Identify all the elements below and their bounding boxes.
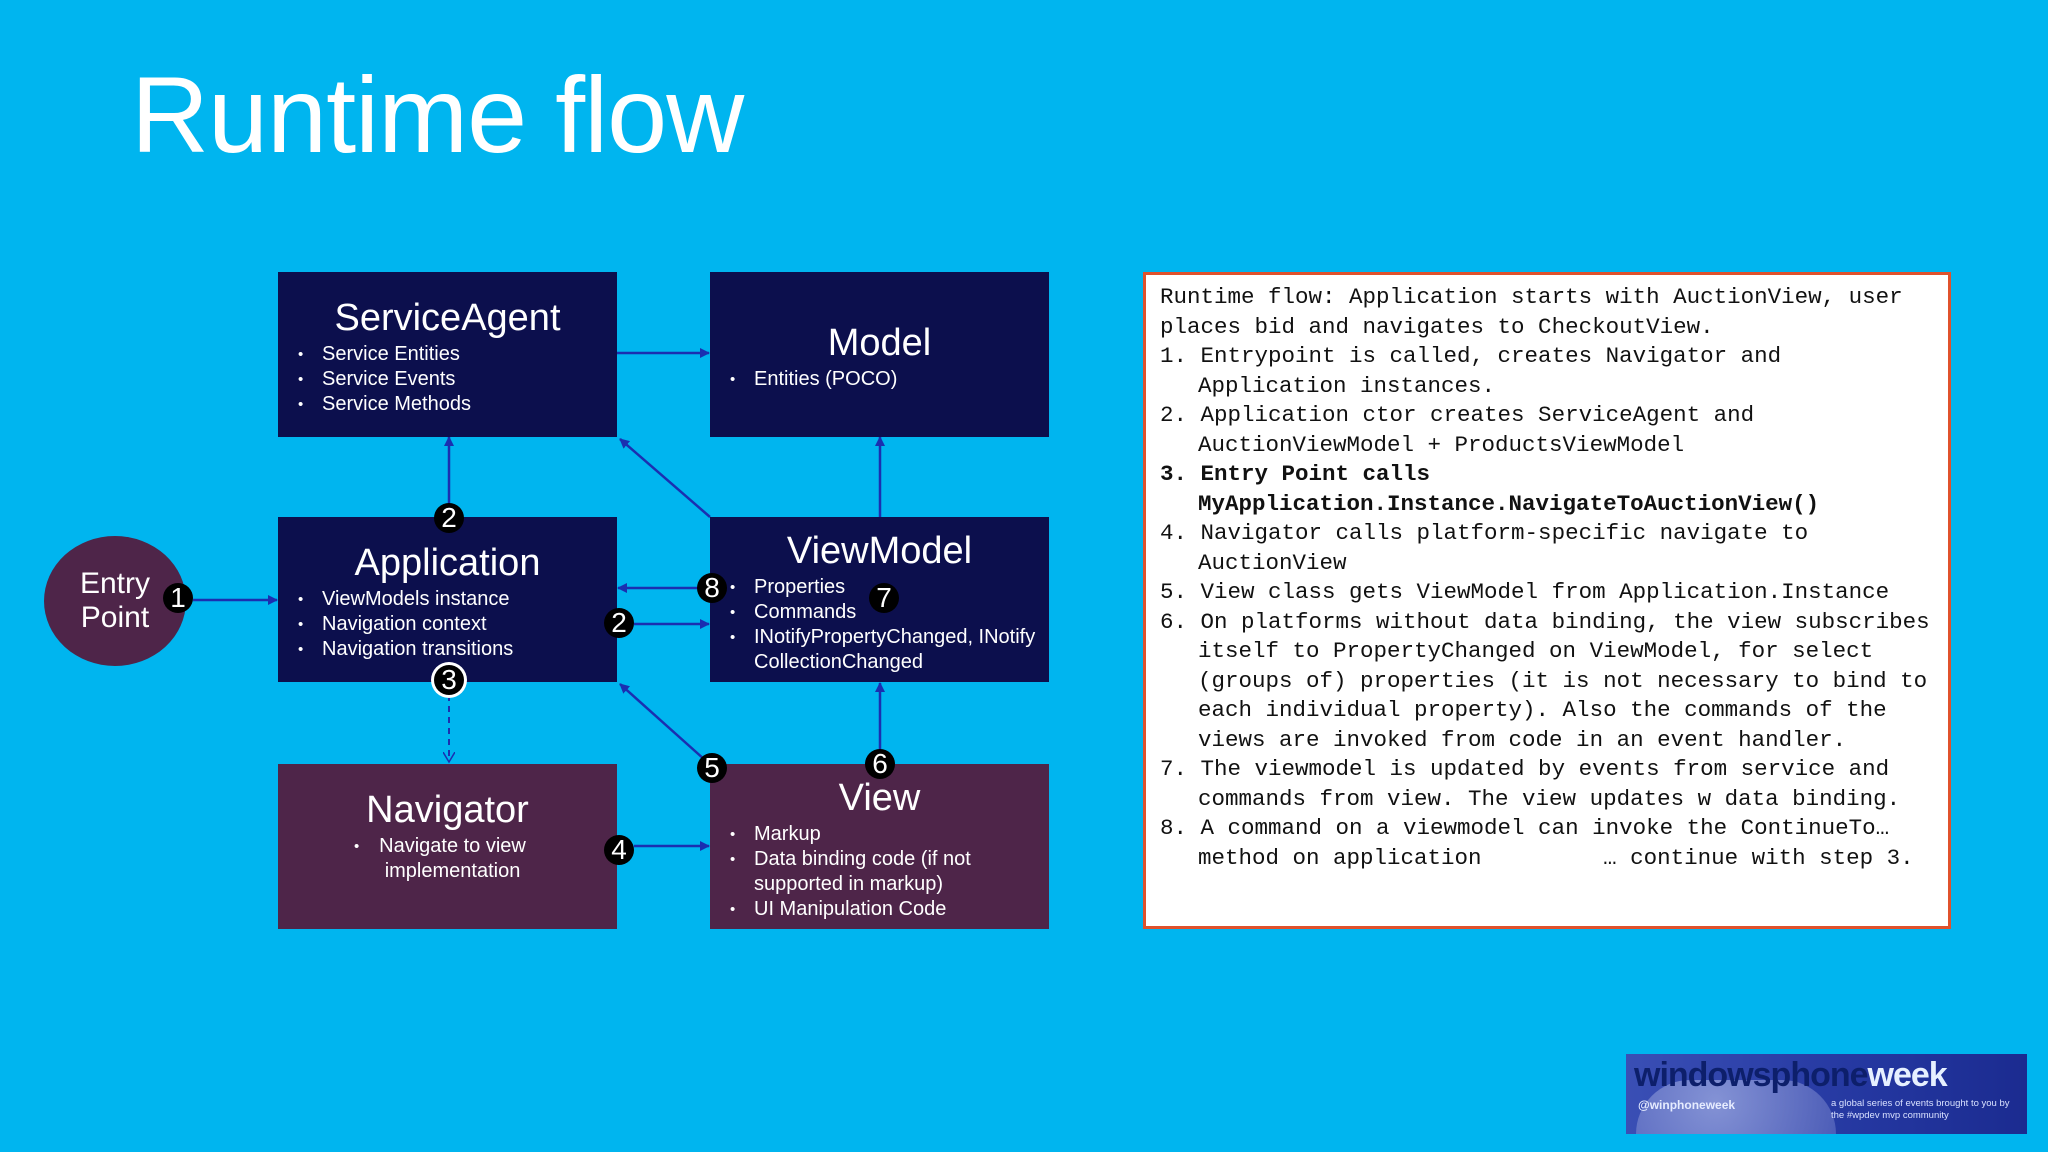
serviceagent-title: ServiceAgent	[334, 297, 561, 339]
step-badge-4: 4	[604, 835, 634, 865]
notes-step: 2. Application ctor creates ServiceAgent…	[1160, 402, 1768, 458]
step-badge-8: 8	[697, 573, 727, 603]
step-badge-3: 3	[434, 665, 464, 695]
navigator-box: Navigator Navigate to view implementatio…	[278, 764, 617, 929]
notes-step: 1. Entrypoint is called, creates Navigat…	[1160, 343, 1795, 399]
step-badge-2-top: 2	[434, 503, 464, 533]
step-badge-2-right: 2	[604, 608, 634, 638]
notes-intro: Runtime flow: Application starts with Au…	[1160, 284, 1903, 340]
arrow-view-to-application	[619, 683, 706, 761]
serviceagent-item: Service Events	[298, 367, 609, 392]
navigator-title: Navigator	[366, 789, 529, 831]
notes-step: 6. On platforms without data binding, th…	[1160, 608, 1944, 753]
view-box: View Markup Data binding code (if not su…	[710, 764, 1049, 929]
logo-brand-a: windowsphone	[1634, 1056, 1869, 1094]
viewmodel-item: INotifyPropertyChanged, INotifyCollectio…	[730, 625, 1041, 675]
logo-handle: @winphoneweek	[1638, 1098, 1736, 1112]
runtime-notes-box: Runtime flow: Application starts with Au…	[1143, 272, 1951, 929]
serviceagent-item: Service Methods	[298, 392, 609, 417]
step-badge-7: 7	[869, 583, 899, 613]
application-title: Application	[354, 542, 541, 584]
application-item: Navigation context	[298, 612, 609, 637]
notes-step: 5. View class gets ViewModel from Applic…	[1160, 579, 1890, 605]
view-item: Markup	[730, 822, 1041, 847]
model-title: Model	[827, 322, 932, 364]
serviceagent-item: Service Entities	[298, 342, 609, 367]
arrow-viewmodel-to-serviceagent	[619, 438, 711, 518]
model-item: Entities (POCO)	[730, 367, 1041, 392]
view-title: View	[838, 777, 921, 819]
slide-title: Runtime flow	[131, 54, 744, 175]
entry-point-label-2: Point	[80, 601, 150, 634]
globe-graphic	[1636, 1080, 1836, 1134]
notes-step: 4. Navigator calls platform-specific nav…	[1160, 520, 1822, 576]
step-badge-5: 5	[697, 753, 727, 783]
step-badge-6: 6	[865, 749, 895, 779]
logo-brand-b: week	[1867, 1056, 1948, 1094]
view-item: Data binding code (if not supported in m…	[730, 847, 1041, 897]
entry-point-label-1: Entry	[79, 567, 151, 600]
application-box: Application ViewModels instance Navigati…	[278, 517, 617, 682]
application-item: ViewModels instance	[298, 587, 609, 612]
model-box: Model Entities (POCO)	[710, 272, 1049, 437]
notes-step: 3. Entry Point calls MyApplication.Insta…	[1160, 461, 1820, 517]
serviceagent-box: ServiceAgent Service Entities Service Ev…	[278, 272, 617, 437]
application-item: Navigation transitions	[298, 637, 609, 662]
viewmodel-title: ViewModel	[786, 530, 973, 572]
logo-wordmark: windowsphoneweek	[1634, 1056, 1948, 1095]
viewmodel-item: Commands	[730, 600, 1041, 625]
view-item: UI Manipulation Code	[730, 897, 1041, 922]
notes-step: 8. A command on a viewmodel can invoke t…	[1160, 815, 1914, 871]
notes-step: 7. The viewmodel is updated by events fr…	[1160, 756, 1903, 812]
navigator-item: Navigate to view implementation	[354, 834, 527, 884]
viewmodel-item: Properties	[730, 575, 1041, 600]
windowsphoneweek-logo: windowsphoneweek @winphoneweek a global …	[1626, 1054, 2027, 1134]
logo-tagline: a global series of events brought to you…	[1831, 1098, 2010, 1121]
step-badge-1: 1	[163, 583, 193, 613]
